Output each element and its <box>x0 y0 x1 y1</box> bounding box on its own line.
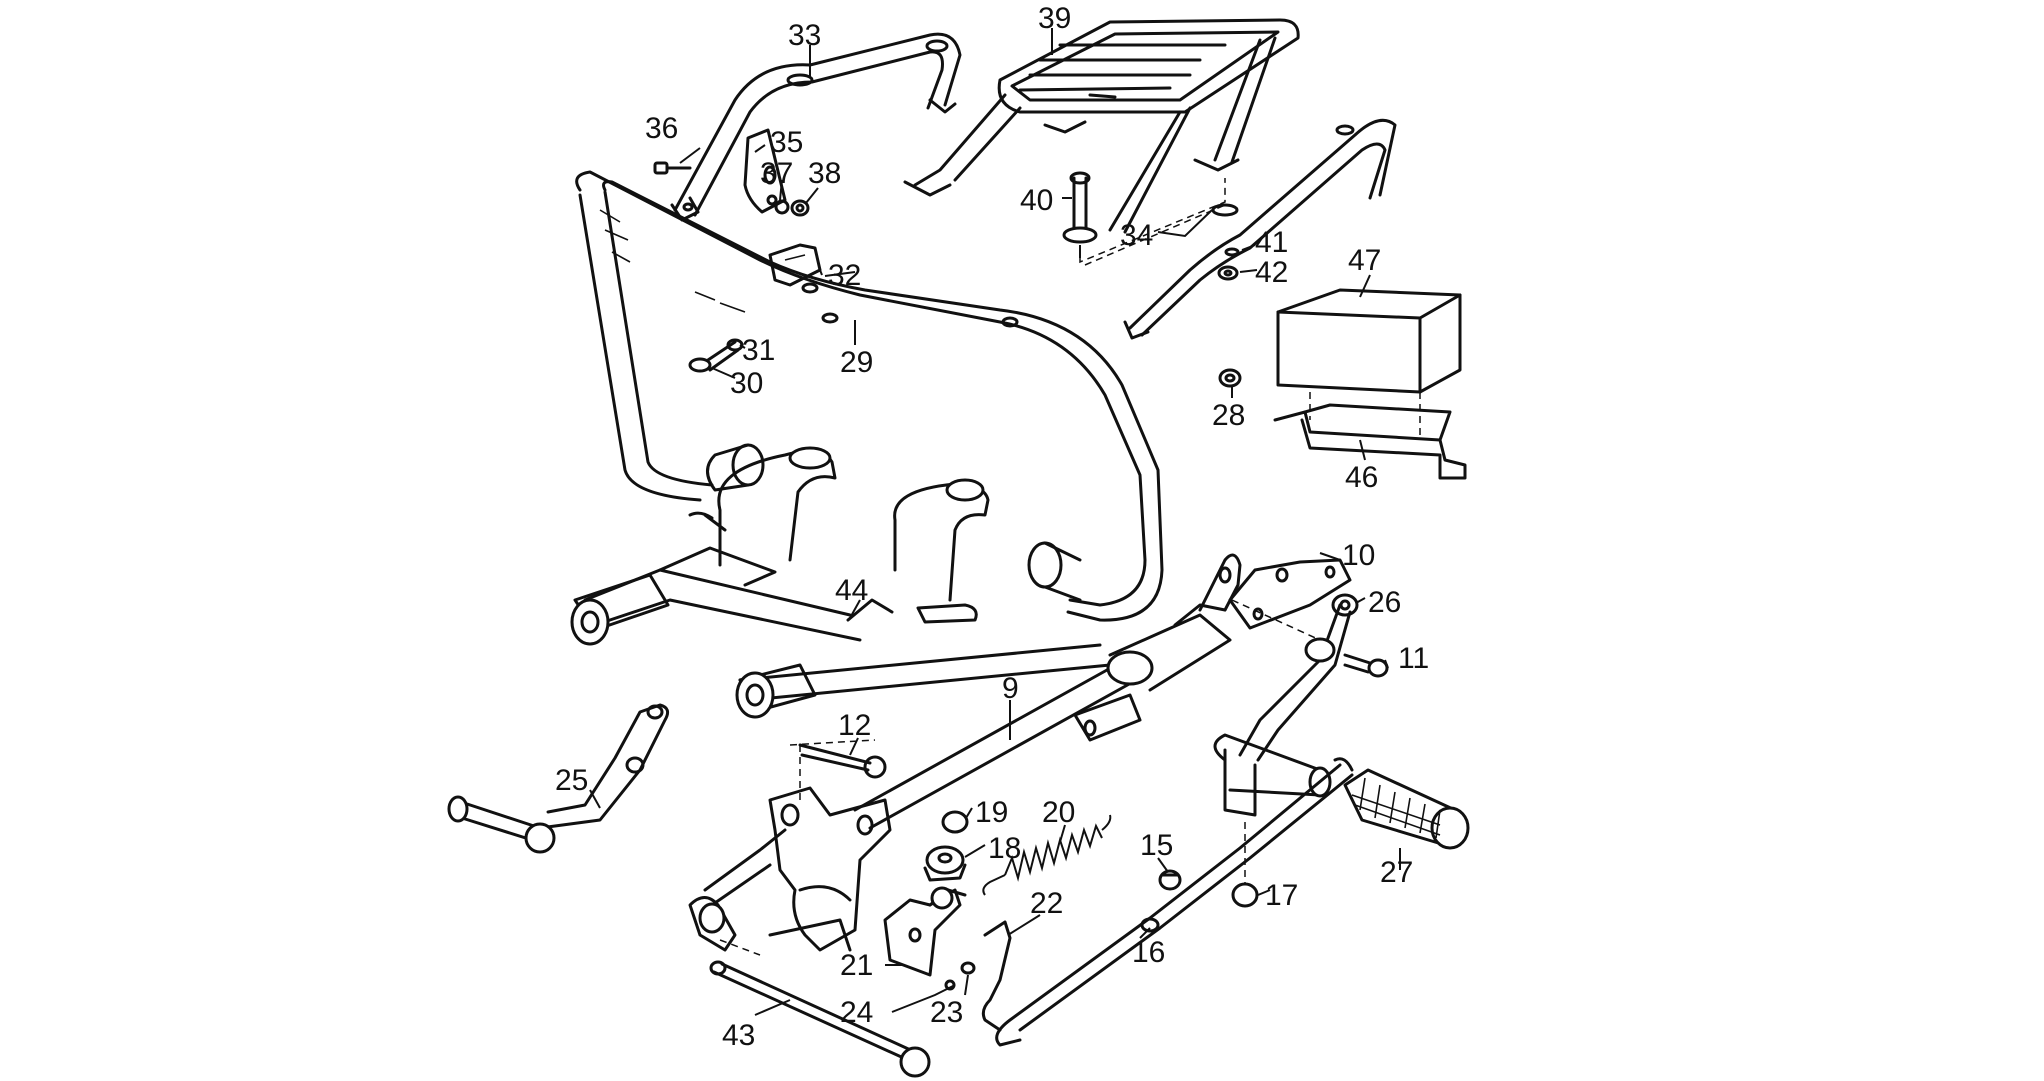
part-40-bolt <box>1062 171 1098 258</box>
callout-43: 43 <box>722 1019 755 1052</box>
part-15-nut <box>1158 869 1182 891</box>
callout-22: 22 <box>1030 887 1063 920</box>
callout-47: 47 <box>1348 244 1381 277</box>
part-10-plate <box>1228 558 1352 630</box>
callout-28: 28 <box>1212 399 1245 432</box>
part-21-bracket <box>883 886 967 977</box>
part-39-luggage-rack <box>903 18 1300 234</box>
part-27-footpeg <box>1343 768 1470 850</box>
part-34-grab-handle <box>1123 118 1397 340</box>
callout-35: 35 <box>770 126 803 159</box>
part-33-grab-handle <box>670 32 962 222</box>
callout-17: 17 <box>1265 879 1298 912</box>
callout-33: 33 <box>788 19 821 52</box>
callout-44: 44 <box>835 574 868 607</box>
callout-labels: 39 33 36 35 37 38 40 34 41 42 47 32 29 3… <box>555 2 1429 1052</box>
part-31-washer <box>726 338 744 352</box>
callout-38: 38 <box>808 157 841 190</box>
callout-36: 36 <box>645 112 678 145</box>
callout-15: 15 <box>1140 829 1173 862</box>
callout-25: 25 <box>555 764 588 797</box>
part-42-nut <box>1217 265 1239 281</box>
callout-23: 23 <box>930 996 963 1029</box>
callout-42: 42 <box>1255 256 1288 289</box>
part-25-footpeg-arm <box>447 703 670 854</box>
part-22-pin <box>981 920 1012 1032</box>
callout-11: 11 <box>1398 642 1429 675</box>
part-43-axle-bolt <box>709 960 931 1078</box>
part-stand-bracket <box>688 786 892 952</box>
part-38-nut <box>790 199 810 217</box>
callout-18: 18 <box>988 832 1021 865</box>
callout-24: 24 <box>840 996 873 1029</box>
part-29-frame-loop <box>575 170 1164 622</box>
callout-31: 31 <box>742 334 775 367</box>
part-11-bolt <box>1343 653 1389 678</box>
part-44-center-stand <box>570 446 1112 719</box>
part-19-nut <box>941 810 969 834</box>
callout-12: 12 <box>838 709 871 742</box>
callout-34: 34 <box>1120 219 1153 252</box>
callout-26: 26 <box>1368 586 1401 619</box>
callout-41: 41 <box>1255 226 1288 259</box>
callout-39: 39 <box>1038 2 1071 35</box>
part-36-bolt <box>653 161 692 175</box>
part-20-spring <box>982 814 1112 896</box>
callout-30: 30 <box>730 367 763 400</box>
leader-lines <box>589 28 1401 1016</box>
part-28-nut <box>1218 368 1242 388</box>
part-47-box <box>1276 288 1462 394</box>
callout-20: 20 <box>1042 796 1075 829</box>
part-12-bolt <box>798 743 887 779</box>
part-37-washer <box>774 199 790 215</box>
callout-37: 37 <box>760 157 793 190</box>
part-46-bracket <box>1273 392 1467 480</box>
callout-46: 46 <box>1345 461 1378 494</box>
part-30-bolt <box>688 340 740 373</box>
callout-29: 29 <box>840 346 873 379</box>
callout-27: 27 <box>1380 856 1413 889</box>
part-footpeg-bracket-right <box>1213 603 1352 817</box>
callout-16: 16 <box>1132 936 1165 969</box>
part-9-linkage-rod <box>853 553 1242 830</box>
callout-19: 19 <box>975 796 1008 829</box>
part-41-washer <box>1224 247 1240 257</box>
callout-9: 9 <box>1002 672 1019 705</box>
callout-21: 21 <box>840 949 873 982</box>
part-18-clamp <box>923 845 967 882</box>
callout-10: 10 <box>1342 539 1375 572</box>
part-23-pin <box>960 961 976 975</box>
callout-40: 40 <box>1020 184 1053 217</box>
callout-32: 32 <box>828 259 861 292</box>
part-17-nut <box>1231 882 1259 908</box>
